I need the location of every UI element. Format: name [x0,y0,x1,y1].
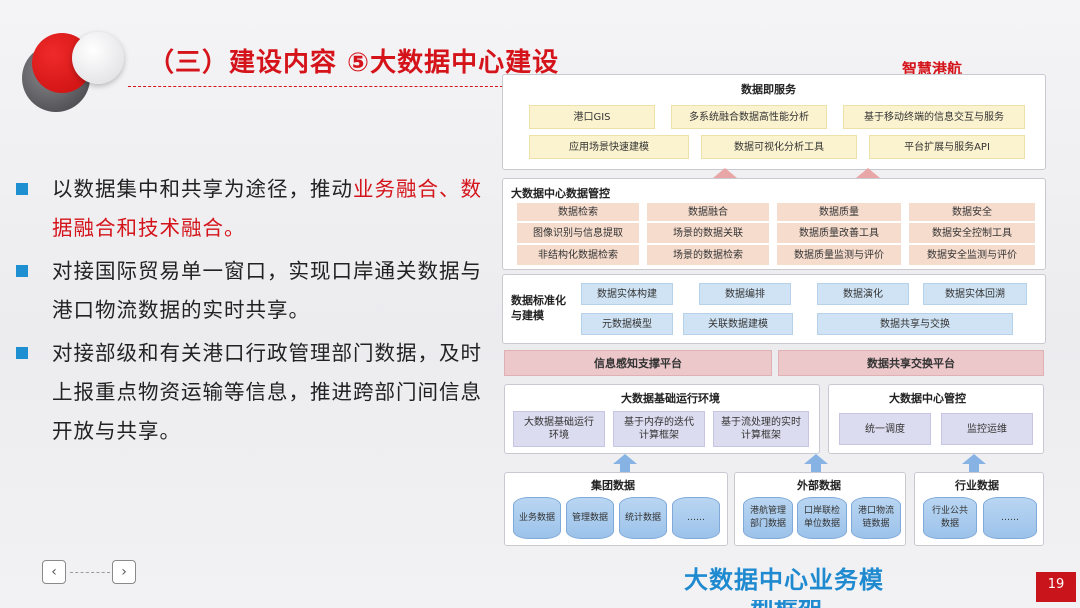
service-panel: 数据即服务 港口GIS 多系统融合数据高性能分析 基于移动终端的信息交互与服务 … [502,74,1046,170]
nav-divider [70,572,110,573]
source-panel-title: 集团数据 [591,479,635,492]
control-item: 数据安全监测与评价 [909,245,1035,265]
control-item: 数据质量监测与评价 [777,245,901,265]
platform-bar: 数据共享交换平台 [778,350,1044,376]
runtime-panel: 大数据基础运行环境 大数据基础运行环境 基于内存的迭代计算框架 基于流处理的实时… [504,384,820,454]
modeling-item: 数据实体回溯 [923,283,1027,305]
page-number: 19 [1036,572,1076,602]
source-db: 行业公共数据 [923,497,977,539]
slide-nav: ‹ › [42,560,138,586]
service-panel-title: 数据即服务 [741,83,796,96]
slide-title: （三）建设内容 ⑤大数据中心建设 [148,48,560,78]
service-item: 港口GIS [529,105,655,129]
runtime-item: 基于内存的迭代计算框架 [613,411,705,447]
bullet-text: 对接部级和有关港口行政管理部门数据，及时上报重点物资运输等信息，推进跨部门间信息… [52,341,482,443]
control-panel: 大数据中心数据管控 数据检索 图像识别与信息提取 非结构化数据检索 数据融合 场… [502,178,1046,270]
runtime-item: 基于流处理的实时计算框架 [713,411,809,447]
brand-label: 智慧港航 [902,60,963,78]
bullet-list: 以数据集中和共享为途径，推动业务融合、数据融合和技术融合。 对接国际贸易单一窗口… [14,170,484,455]
diagram-caption-line2: 型框架 [750,600,840,608]
control-head: 数据质量 [777,203,901,221]
source-panel-group: 集团数据 业务数据 管理数据 统计数据 …… [504,472,728,546]
bullet-text: 以数据集中和共享为途径，推动 [52,177,353,201]
control-item: 图像识别与信息提取 [517,223,639,243]
source-panel-industry: 行业数据 行业公共数据 …… [914,472,1044,546]
bullet-item: 对接部级和有关港口行政管理部门数据，及时上报重点物资运输等信息，推进跨部门间信息… [14,334,484,451]
mgmt-panel: 大数据中心管控 统一调度 监控运维 [828,384,1044,454]
up-arrow-icon [713,168,737,178]
source-db: 港口物流链数据 [851,497,901,539]
control-panel-title: 大数据中心数据管控 [511,187,610,200]
bullet-square-icon [16,347,28,359]
modeling-item: 数据实体构建 [581,283,673,305]
source-panel-title: 行业数据 [955,479,999,492]
source-db: …… [983,497,1037,539]
control-head: 数据安全 [909,203,1035,221]
modeling-item: 关联数据建模 [683,313,793,335]
up-arrow-icon [804,454,828,464]
mgmt-item: 统一调度 [839,413,931,445]
control-head: 数据检索 [517,203,639,221]
diagram-caption-overflow: 型框架 [750,600,840,608]
next-slide-button[interactable]: › [112,560,136,584]
bullet-square-icon [16,183,28,195]
modeling-item: 元数据模型 [581,313,673,335]
control-item: 数据安全控制工具 [909,223,1035,243]
source-panel-title: 外部数据 [797,479,841,492]
source-db: 统计数据 [619,497,667,539]
modeling-item: 数据编排 [699,283,791,305]
up-arrow-icon [856,168,880,178]
service-item: 数据可视化分析工具 [701,135,857,159]
arrow-stem [620,464,630,472]
service-item: 多系统融合数据高性能分析 [671,105,827,129]
arrow-stem [811,464,821,472]
arrow-stem [969,464,979,472]
bullet-item: 以数据集中和共享为途径，推动业务融合、数据融合和技术融合。 [14,170,484,248]
source-db: 管理数据 [566,497,614,539]
modeling-item: 数据演化 [817,283,909,305]
architecture-diagram: 数据即服务 港口GIS 多系统融合数据高性能分析 基于移动终端的信息交互与服务 … [502,74,1046,554]
source-db: 港航管理部门数据 [743,497,793,539]
runtime-panel-title: 大数据基础运行环境 [621,392,720,405]
control-item: 场景的数据检索 [647,245,769,265]
runtime-item: 大数据基础运行环境 [513,411,605,447]
service-item: 应用场景快速建模 [529,135,689,159]
source-db: …… [672,497,720,539]
bullet-square-icon [16,265,28,277]
source-db: 口岸联检单位数据 [797,497,847,539]
modeling-item: 数据共享与交换 [817,313,1013,335]
title-divider [128,86,508,87]
up-arrow-icon [613,454,637,464]
bullet-highlight: 业务融合、数据融合和技术融合。 [52,177,482,240]
service-item: 平台扩展与服务API [869,135,1025,159]
mgmt-item: 监控运维 [941,413,1033,445]
control-item: 场景的数据关联 [647,223,769,243]
control-item: 非结构化数据检索 [517,245,639,265]
up-arrow-icon [962,454,986,464]
control-head: 数据融合 [647,203,769,221]
bullet-item: 对接国际贸易单一窗口，实现口岸通关数据与港口物流数据的实时共享。 [14,252,484,330]
source-db: 业务数据 [513,497,561,539]
control-item: 数据质量改善工具 [777,223,901,243]
prev-slide-button[interactable]: ‹ [42,560,66,584]
source-panel-external: 外部数据 港航管理部门数据 口岸联检单位数据 港口物流链数据 [734,472,906,546]
bullet-text: 对接国际贸易单一窗口，实现口岸通关数据与港口物流数据的实时共享。 [52,259,482,322]
modeling-panel-title: 数据标准化与建模 [511,294,566,322]
logo-circle-white [72,32,124,84]
diagram-caption: 大数据中心业务模 [684,566,884,594]
modeling-panel: 数据标准化与建模 数据实体构建 数据编排 数据演化 数据实体回溯 元数据模型 关… [502,274,1046,344]
service-item: 基于移动终端的信息交互与服务 [843,105,1025,129]
platform-bar: 信息感知支撑平台 [504,350,772,376]
mgmt-panel-title: 大数据中心管控 [889,392,966,405]
